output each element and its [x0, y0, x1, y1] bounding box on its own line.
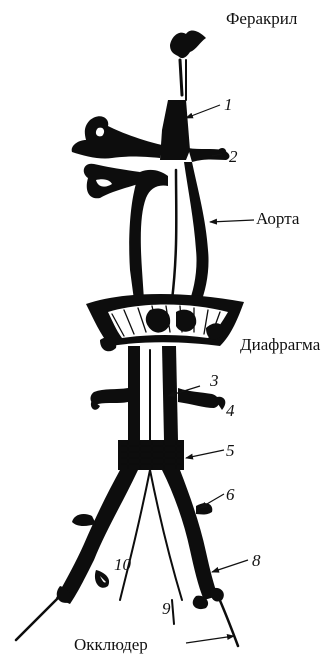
arch-pouch [84, 164, 140, 199]
catheter-tip [170, 31, 206, 59]
arch-left-branch [72, 116, 162, 158]
label-9: 9 [162, 599, 171, 618]
label-8: 8 [252, 551, 261, 570]
label-6: 6 [226, 485, 235, 504]
label-aorta: Аорта [256, 209, 300, 228]
right-iliac [162, 470, 218, 600]
label-3: 3 [209, 371, 219, 390]
label-feracryl: Феракрил [226, 9, 298, 28]
label-4: 4 [226, 401, 235, 420]
descending-aorta [129, 170, 168, 300]
label-2: 2 [229, 147, 238, 166]
label-diaphragm: Диафрагма [240, 335, 321, 354]
label-5: 5 [226, 441, 235, 460]
label-1: 1 [224, 95, 233, 114]
arch-vessel [160, 100, 190, 160]
abdominal-aorta [128, 346, 140, 440]
aorta-drawing [16, 31, 244, 646]
label-occluder: Окклюдер [74, 635, 148, 654]
label-10: 10 [114, 555, 132, 574]
